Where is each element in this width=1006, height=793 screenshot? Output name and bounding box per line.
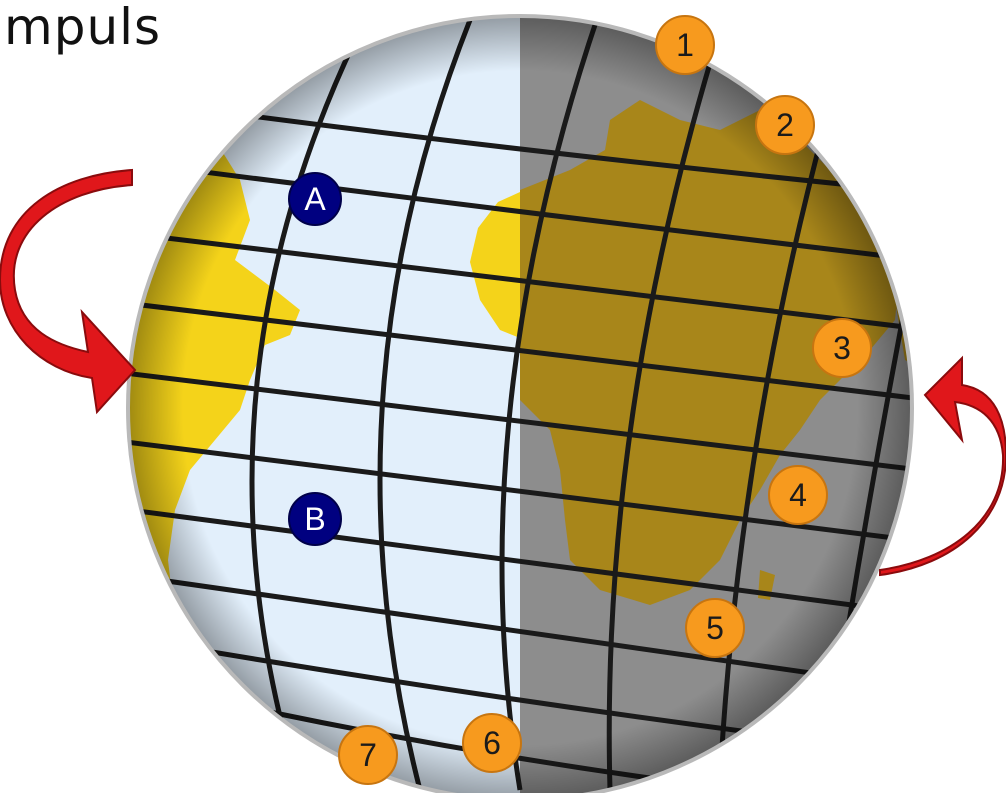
marker-5[interactable]: 5 (685, 598, 745, 658)
marker-6[interactable]: 6 (462, 713, 522, 773)
marker-2[interactable]: 2 (755, 95, 815, 155)
marker-7[interactable]: 7 (338, 725, 398, 785)
marker-a[interactable]: A (288, 172, 342, 226)
rotation-arrow-right-icon (879, 355, 1006, 577)
marker-b[interactable]: B (288, 492, 342, 546)
marker-1[interactable]: 1 (655, 15, 715, 75)
rotation-arrow-left-icon (0, 168, 137, 415)
marker-3[interactable]: 3 (812, 318, 872, 378)
globe (128, 16, 912, 793)
globe-outline (126, 14, 914, 793)
slide-title: mpuls (4, 0, 162, 56)
marker-4[interactable]: 4 (768, 465, 828, 525)
